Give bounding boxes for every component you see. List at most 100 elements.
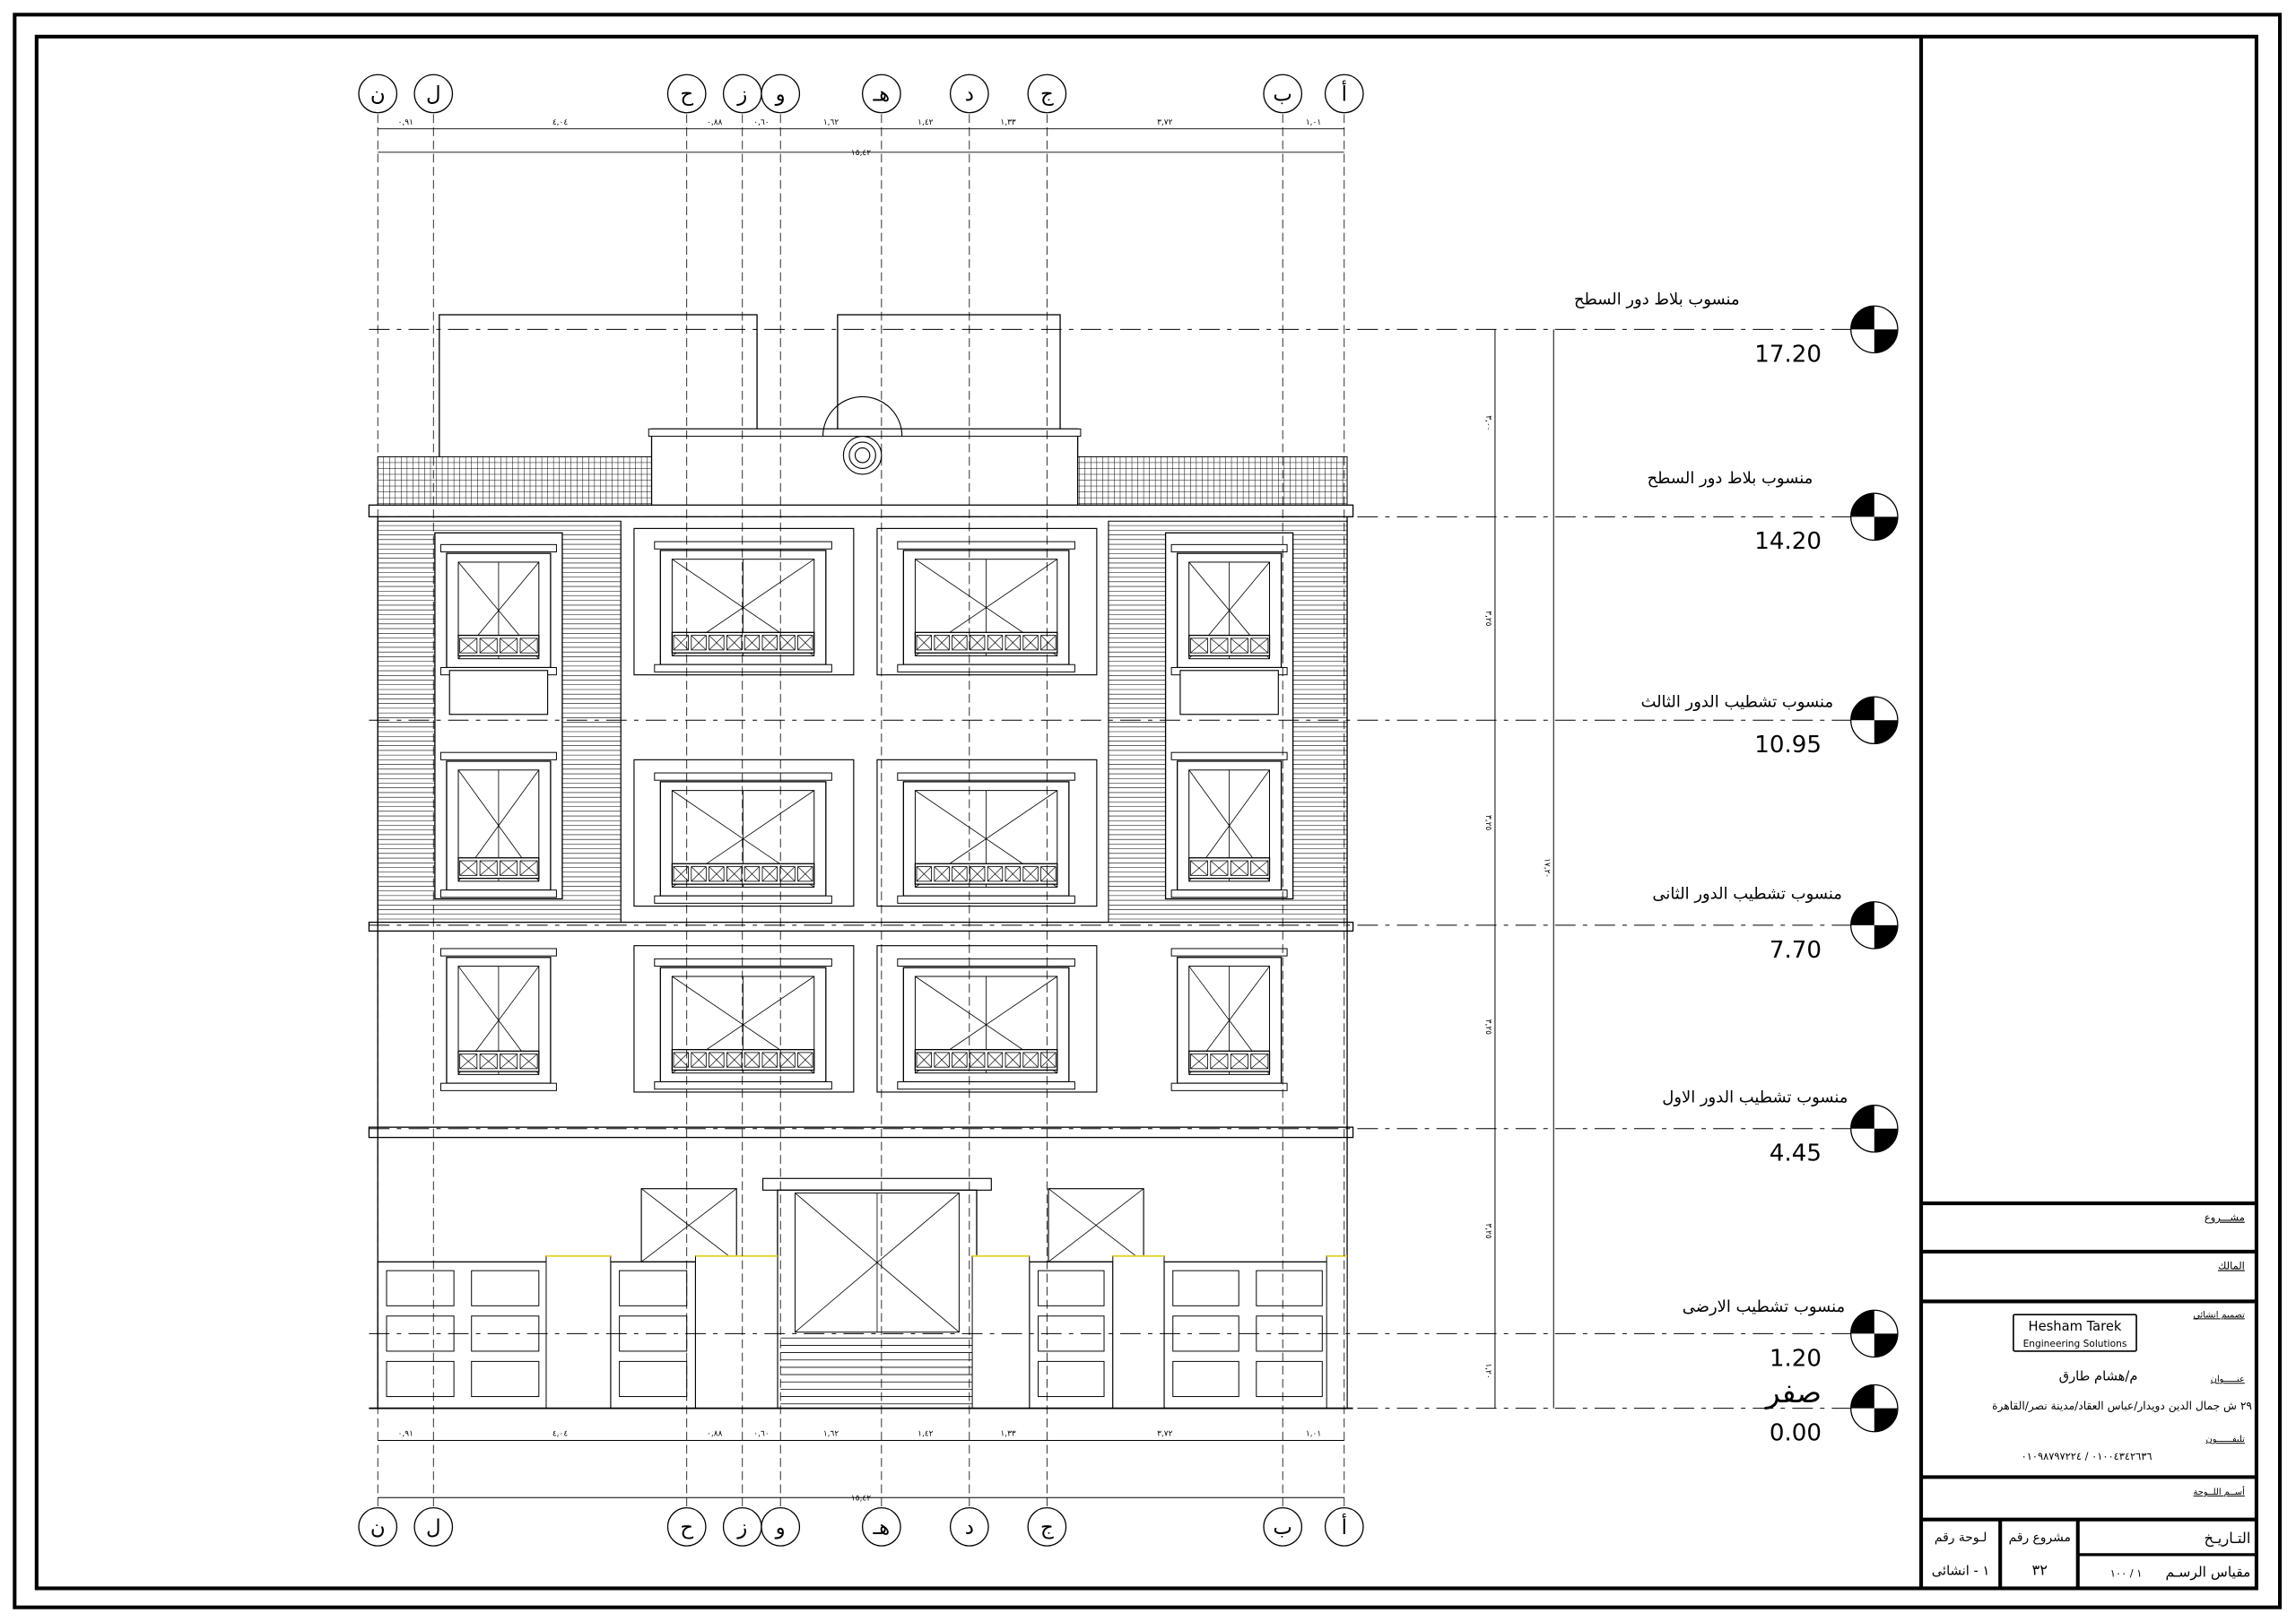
vertical-dimension-value: ١,٢٠ — [1483, 1363, 1492, 1378]
company-name: Hesham Tarek — [2029, 1319, 2122, 1334]
window — [1170, 751, 1288, 898]
window-head — [439, 543, 557, 553]
railing-cross — [934, 866, 950, 882]
balcony-railing — [671, 631, 815, 654]
railing-cross — [1190, 638, 1208, 654]
railing-cross — [1004, 866, 1021, 882]
level-value: 4.45 — [1770, 1141, 1822, 1167]
fence-block — [1256, 1360, 1323, 1398]
railing-cross — [987, 1052, 1003, 1068]
fence-block — [619, 1270, 688, 1306]
window — [654, 772, 832, 904]
window-head — [1170, 543, 1288, 553]
level-value: 0.00 — [1770, 1420, 1822, 1447]
phone-label: تليفــــــون — [2206, 1435, 2246, 1444]
dimension-value: ٠,٦٠ — [753, 118, 769, 127]
window-sill — [654, 664, 832, 672]
front-elevation — [368, 314, 1354, 1409]
entrance-canopy — [762, 1177, 992, 1191]
pediment-cap — [648, 428, 1082, 438]
grid-label: د — [965, 83, 974, 107]
railing-cross — [797, 866, 813, 882]
railing-cross — [1022, 635, 1039, 651]
railing-cross — [519, 860, 538, 876]
balcony-railing — [457, 857, 540, 880]
railing-cross — [1040, 866, 1057, 882]
fence-block — [1256, 1270, 1323, 1306]
balcony-railing — [671, 1048, 815, 1071]
railing-cross — [479, 638, 498, 654]
railing-cross — [500, 1054, 517, 1070]
grid-bubble — [358, 1506, 398, 1547]
grid-bubble — [861, 74, 901, 114]
dimension-value: ١,٣٣ — [1000, 1430, 1015, 1439]
floor-cornice — [368, 921, 1354, 932]
dimension-value: ٠,٩١ — [398, 1430, 413, 1439]
window — [897, 772, 1075, 904]
grid-bubble — [666, 1506, 707, 1547]
fence-block — [386, 1360, 455, 1398]
railing-cross — [1004, 1052, 1021, 1068]
window-cross — [1048, 1188, 1144, 1262]
window — [654, 958, 832, 1090]
railing-cross — [916, 866, 932, 882]
outer-border — [13, 13, 2283, 1609]
tile-band — [377, 455, 657, 506]
window-head — [897, 772, 1075, 781]
fence-pillar — [971, 1255, 1031, 1409]
grid-label: ل — [426, 83, 441, 107]
railing-cross — [1210, 860, 1229, 876]
sheet-number: ١ - انشائى — [1932, 1564, 1990, 1579]
balcony-railing — [457, 1050, 540, 1072]
dimension-value: ١,٦٢ — [823, 1430, 839, 1439]
grid-label: ح — [680, 83, 693, 107]
fence-block — [619, 1360, 688, 1398]
railing-cross — [1004, 635, 1021, 651]
grid-label: ب — [1273, 83, 1292, 107]
scale-label: مقياس الرسـم — [2166, 1564, 2251, 1580]
window-sill — [1170, 889, 1288, 898]
railing-cross — [691, 1052, 707, 1068]
railing-cross — [761, 866, 778, 882]
grid-bubble — [666, 74, 707, 114]
side-window-panel — [1179, 670, 1279, 716]
railing-cross — [1250, 638, 1269, 654]
dimension-value: ٠,٨٨ — [707, 118, 722, 127]
dimension-value: ١,٠١ — [1306, 118, 1321, 127]
railing-cross — [1040, 635, 1057, 651]
level-label: منسوب تشطيب الدور الثانى — [1652, 884, 1841, 903]
railing-cross — [1231, 1054, 1248, 1070]
railing-cross — [691, 866, 707, 882]
railing-cross — [709, 866, 725, 882]
window-head — [439, 751, 557, 760]
railing-cross — [709, 635, 725, 651]
level-marker-fill — [1850, 306, 1898, 353]
railing-cross — [952, 866, 968, 882]
window — [654, 541, 832, 672]
overall-dimension-value: ١٥,٤٢ — [851, 1494, 871, 1503]
fence-pillar — [1112, 1255, 1165, 1409]
level-label: منسوب بلاط دور السطح — [1574, 291, 1740, 309]
arch — [822, 395, 903, 437]
vertical-dimension-value: ٣,٢٥ — [1483, 611, 1492, 626]
window-sill — [654, 1081, 832, 1090]
project-number-label: مشروع رقم — [2009, 1531, 2071, 1545]
grid-label: أ — [1342, 1514, 1347, 1540]
grid-label: هـ — [872, 83, 890, 107]
grid-label: ب — [1273, 1516, 1292, 1540]
dimension-value: ١,٣٣ — [1000, 118, 1015, 127]
railing-cross — [934, 1052, 950, 1068]
railing-cross — [744, 1052, 760, 1068]
window-head — [897, 958, 1075, 967]
railing-cross — [1022, 1052, 1039, 1068]
company-logo-box — [2013, 1314, 2137, 1352]
window-head — [897, 541, 1075, 550]
grid-label: ج — [1040, 1516, 1054, 1540]
engineer-name: م/هشام طارق — [2059, 1369, 2138, 1384]
dimension-value: ٣,٧٢ — [1157, 118, 1172, 127]
inner-border — [34, 34, 2258, 1591]
window-sill — [897, 1081, 1075, 1090]
railing-cross — [1190, 860, 1208, 876]
railing-cross — [673, 1052, 689, 1068]
fence-block — [1038, 1270, 1105, 1306]
